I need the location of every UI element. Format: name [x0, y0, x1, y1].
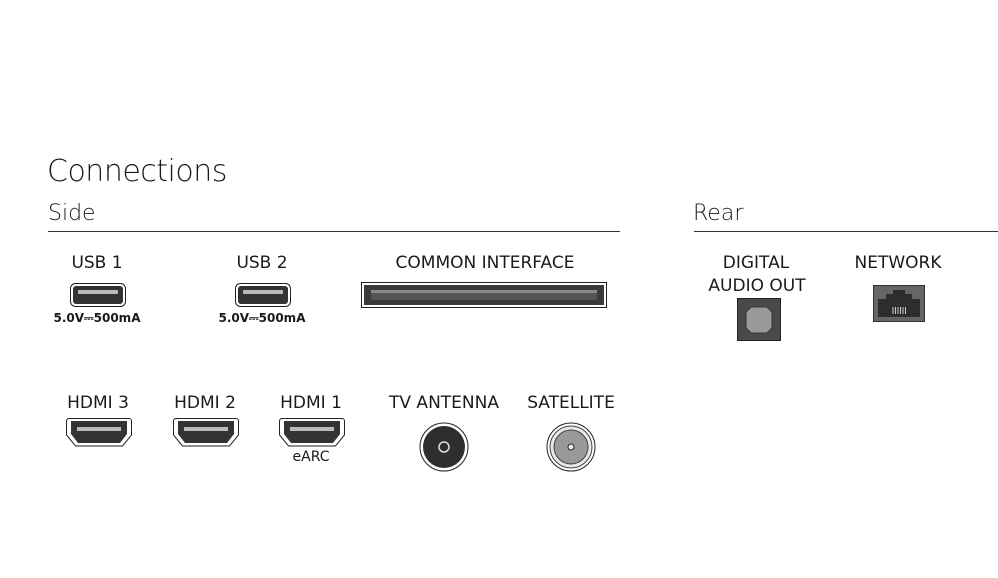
network-label: NETWORK: [854, 253, 942, 273]
hdmi3-label: HDMI 3: [67, 393, 129, 413]
satellite-connector-icon: [546, 422, 596, 472]
side-heading: Side: [48, 201, 96, 226]
rear-divider: [694, 231, 998, 232]
digital-audio-label-2: AUDIO OUT: [708, 276, 806, 296]
usb2-spec: 5.0V⎓500mA: [218, 311, 306, 325]
side-divider: [48, 231, 620, 232]
page-title: Connections: [47, 154, 227, 189]
rear-heading: Rear: [693, 201, 744, 226]
ethernet-port-icon: [873, 285, 925, 322]
usb1-spec: 5.0V⎓500mA: [53, 311, 141, 325]
hdmi2-label: HDMI 2: [174, 393, 236, 413]
usb2-label: USB 2: [236, 253, 288, 273]
tv-antenna-label: TV ANTENNA: [389, 393, 499, 413]
ci-slot-icon: [361, 282, 607, 308]
antenna-connector-icon: [419, 422, 469, 472]
digital-audio-label-1: DIGITAL: [722, 253, 790, 273]
usb-port-icon: [70, 283, 126, 307]
usb1-label: USB 1: [71, 253, 123, 273]
optical-port-icon: [737, 298, 781, 341]
hdmi-port-icon: [279, 418, 345, 447]
hdmi-port-icon: [173, 418, 239, 447]
usb-port-icon: [235, 283, 291, 307]
satellite-label: SATELLITE: [527, 393, 615, 413]
hdmi1-label: HDMI 1: [280, 393, 342, 413]
hdmi1-earc-note: eARC: [292, 449, 330, 465]
common-interface-label: COMMON INTERFACE: [395, 253, 575, 273]
hdmi-port-icon: [66, 418, 132, 447]
